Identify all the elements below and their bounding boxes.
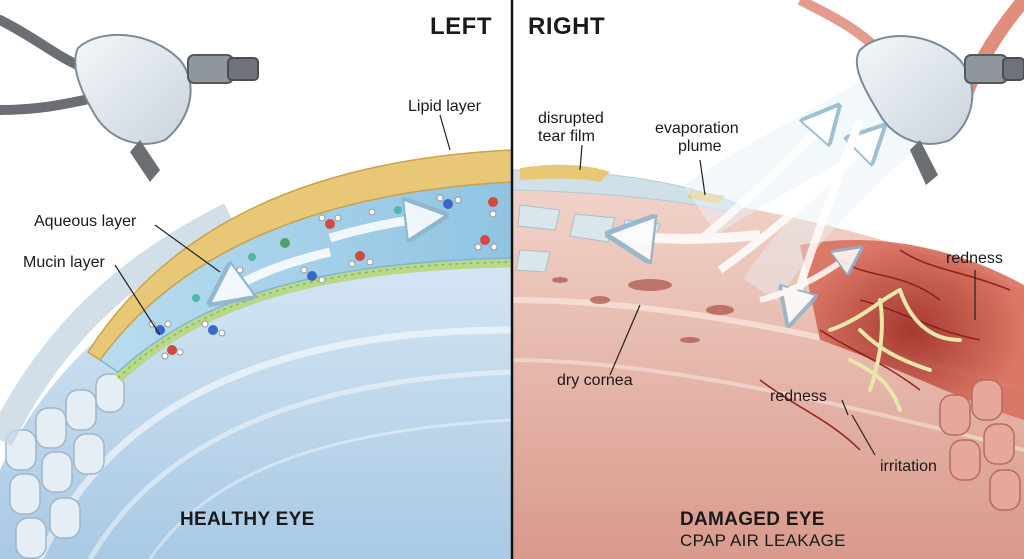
right-heading: RIGHT [528,13,606,40]
healthy-eye-caption: HEALTHY EYE [180,509,315,530]
irritation-label: irritation [880,458,937,475]
evaporation-plume-label-line1: evaporation [655,120,739,137]
damaged-eye-caption: DAMAGED EYE [680,509,825,530]
cpap-air-leakage-subcaption: CPAP AIR LEAKAGE [680,531,846,550]
evaporation-plume-label-line2: plume [678,138,722,155]
damaged-eye-cross-section [511,164,1024,559]
dry-cornea-label: dry cornea [557,372,633,389]
cpap-mask-icon-right [797,0,1024,185]
redness-label-middle: redness [770,388,827,405]
redness-label-top: redness [946,250,1003,267]
cpap-mask-icon [0,15,259,182]
leader-lines [114,114,976,456]
disrupted-tear-film-label-line1: disrupted [538,110,604,127]
epithelial-cells [5,373,125,559]
molecules [148,194,498,360]
disrupted-tear-film-label-line2: tear film [538,128,595,145]
left-heading: LEFT [430,13,492,40]
lipid-layer-label: Lipid layer [408,98,481,115]
aqueous-layer-label: Aqueous layer [34,213,137,230]
irritation-strands [828,288,962,412]
healthy-eye-cross-section [0,149,513,559]
mucin-layer-label: Mucin layer [23,254,105,271]
